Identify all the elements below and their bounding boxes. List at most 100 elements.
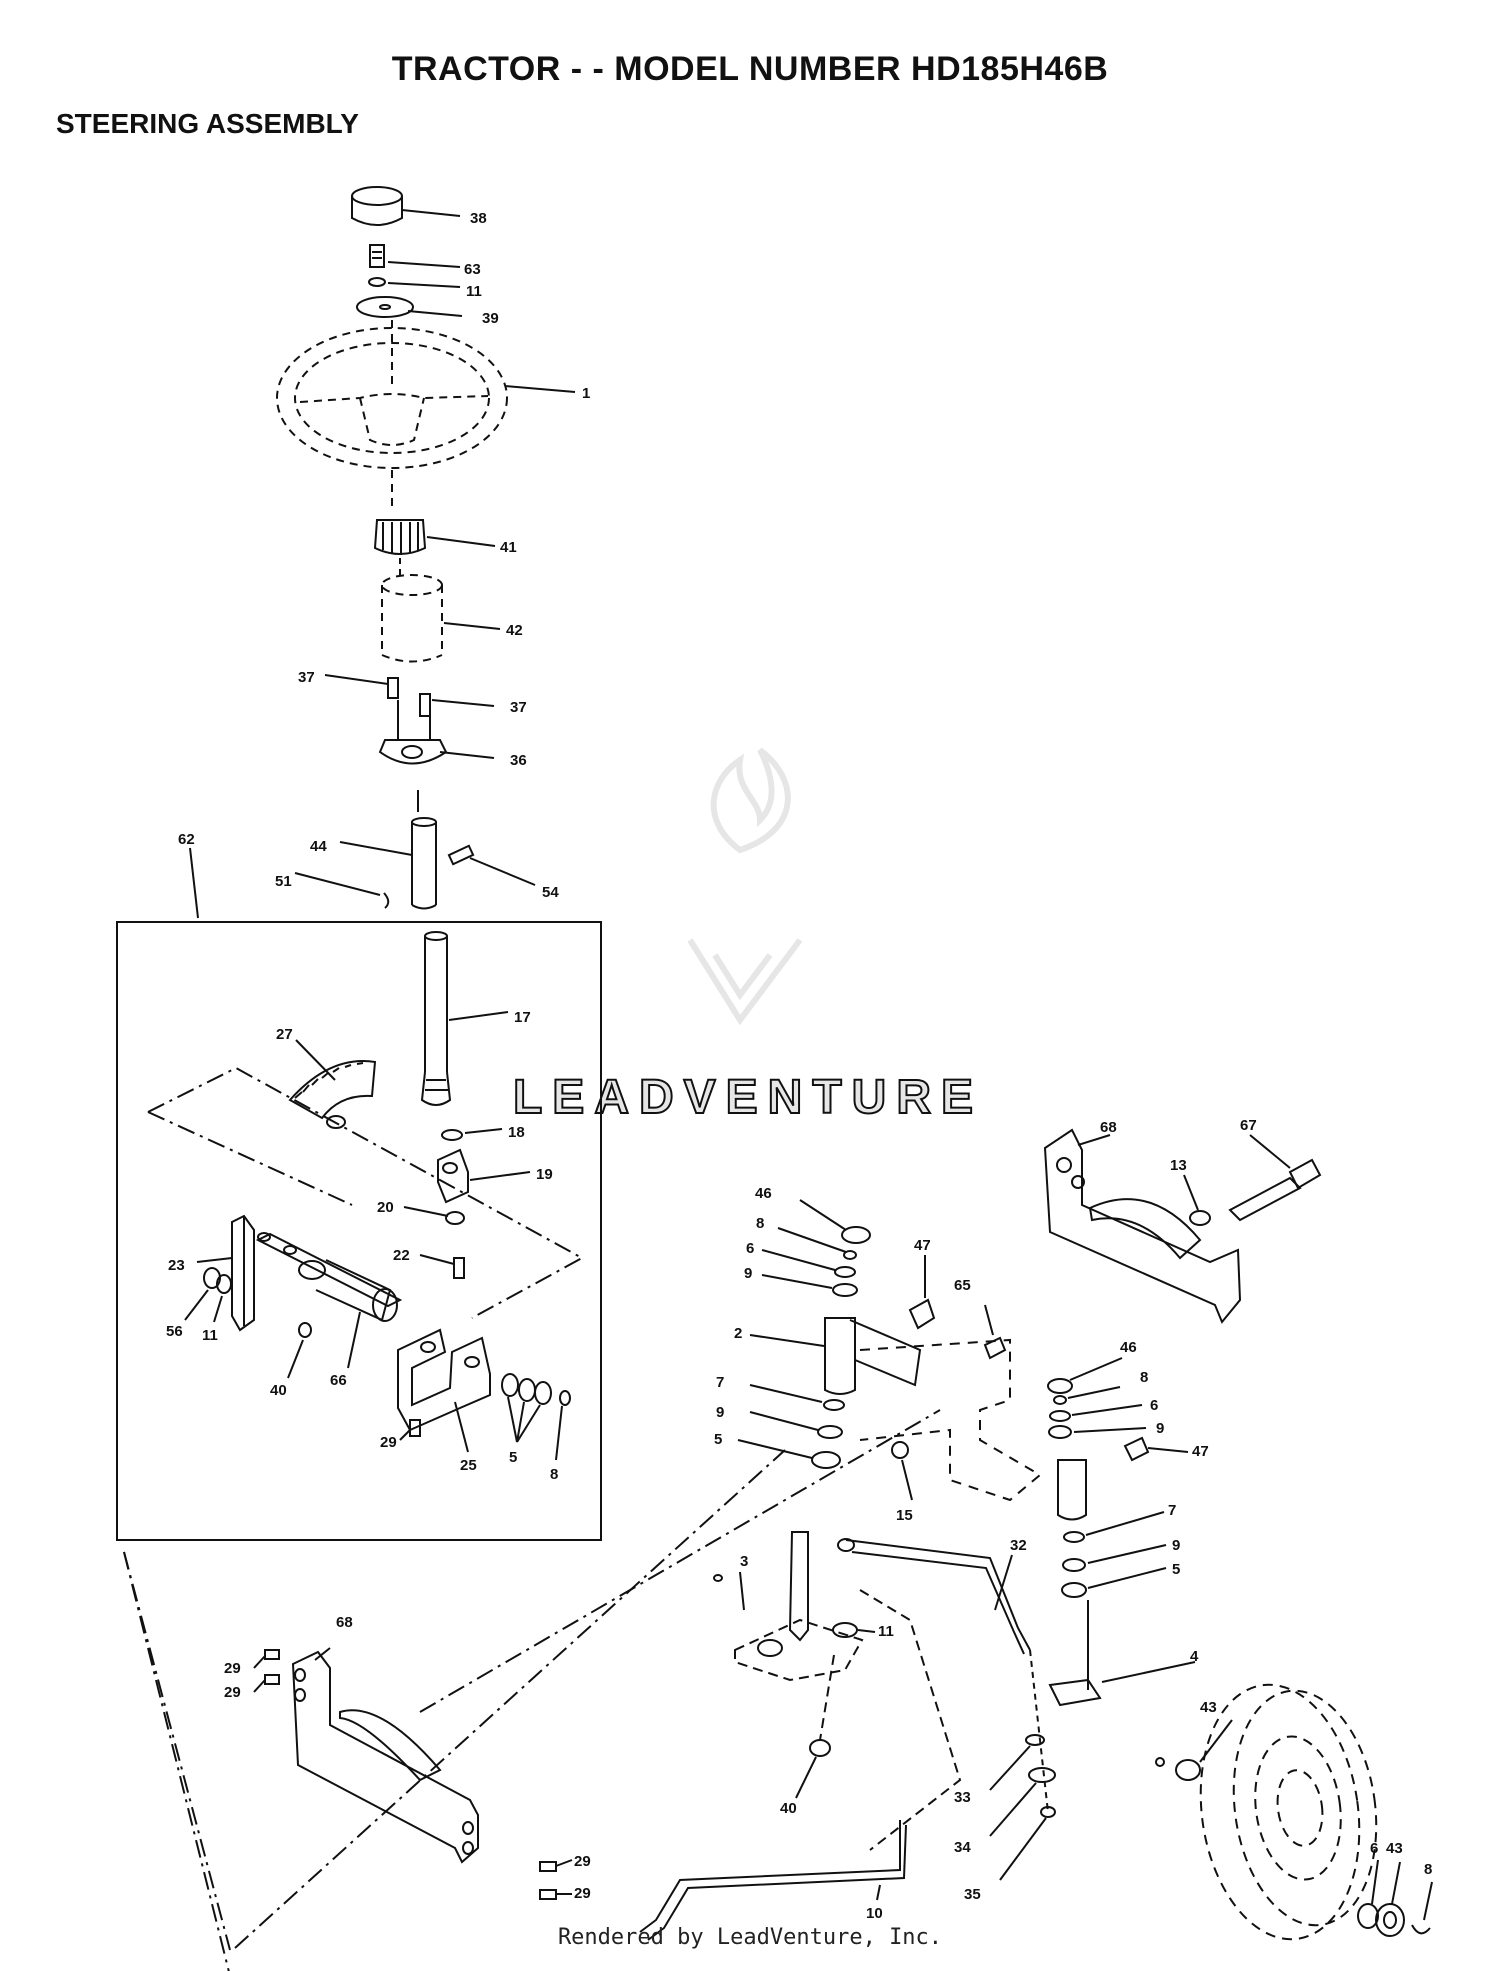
- callout-39: 39: [482, 310, 499, 327]
- steering-shaft-upper-part: [294, 817, 536, 910]
- support-bracket-part: [1043, 1128, 1242, 1324]
- bracket-part: [324, 674, 495, 765]
- footer-credit: Rendered by LeadVenture, Inc.: [557, 1925, 943, 1950]
- callout-8: 8: [756, 1215, 764, 1232]
- callout-9: 9: [716, 1404, 724, 1421]
- washer-part: [445, 1211, 465, 1225]
- callout-8: 8: [1140, 1369, 1148, 1386]
- wheel-hardware-part: [1357, 1859, 1433, 1937]
- callout-34: 34: [954, 1839, 971, 1856]
- callout-54: 54: [542, 884, 559, 901]
- callout-9: 9: [1156, 1420, 1164, 1437]
- washer-part: [356, 296, 463, 318]
- steering-cap-part: [351, 186, 461, 226]
- nut-part: [891, 1441, 909, 1459]
- callout-65: 65: [954, 1277, 971, 1294]
- sector-gear-part: [288, 1039, 377, 1129]
- callout-42: 42: [506, 622, 523, 639]
- drag-link-part: [837, 1538, 1031, 1851]
- washer-part: [989, 1649, 1056, 1881]
- drag-link-lower-part: [639, 1820, 907, 1941]
- assembly-frame: [116, 921, 602, 1541]
- callout-37: 37: [298, 669, 315, 686]
- callout-38: 38: [470, 210, 487, 227]
- callout-8: 8: [550, 1466, 558, 1483]
- bushing-part: [298, 1259, 398, 1369]
- spacer-part: [809, 1739, 831, 1757]
- steering-block-part: [437, 1148, 531, 1204]
- spacer-part: [1189, 1210, 1211, 1226]
- callout-5: 5: [509, 1449, 517, 1466]
- bolt-part: [1228, 1134, 1322, 1222]
- spindle-hardware-right: [1047, 1357, 1196, 1707]
- callout-2: 2: [734, 1325, 742, 1342]
- section-subtitle: STEERING ASSEMBLY: [56, 108, 359, 139]
- grease-fitting-part: [1123, 1436, 1189, 1462]
- page-title: TRACTOR - - MODEL NUMBER HD185H46B: [391, 50, 1109, 88]
- washer-part: [184, 1267, 232, 1323]
- watermark-logo: [687, 747, 803, 1026]
- callout-8: 8: [1424, 1861, 1432, 1878]
- bolt-part: [419, 1254, 465, 1279]
- callout-5: 5: [1172, 1561, 1180, 1578]
- callout-43: 43: [1200, 1699, 1217, 1716]
- callout-11: 11: [466, 283, 482, 300]
- callout-5: 5: [714, 1431, 722, 1448]
- callout-10: 10: [866, 1905, 883, 1922]
- callout-44: 44: [310, 838, 327, 855]
- steering-shaft-part: [420, 931, 509, 1106]
- callout-18: 18: [508, 1124, 525, 1141]
- callout-43: 43: [1386, 1840, 1403, 1857]
- callout-1: 1: [582, 385, 590, 402]
- callout-29: 29: [574, 1853, 591, 1870]
- grease-fitting-part: [908, 1255, 936, 1330]
- callout-17: 17: [514, 1009, 531, 1026]
- callout-29: 29: [224, 1684, 241, 1701]
- callout-22: 22: [393, 1247, 410, 1264]
- callout-6: 6: [1370, 1840, 1378, 1857]
- callout-9: 9: [1172, 1537, 1180, 1554]
- spacer-part: [298, 1322, 312, 1338]
- steering-adapter-part: [373, 519, 496, 555]
- callout-47: 47: [1192, 1443, 1209, 1460]
- callout-67: 67: [1240, 1117, 1257, 1134]
- pivot-shaft-part: [255, 1232, 403, 1308]
- bracket-part: [397, 1328, 491, 1453]
- callout-20: 20: [377, 1199, 394, 1216]
- callout-7: 7: [1168, 1502, 1176, 1519]
- callout-29: 29: [380, 1434, 397, 1451]
- steering-spindle-part: [713, 1531, 864, 1682]
- watermark-text: LEADVENTURE: [513, 1071, 983, 1124]
- bolt-part: [409, 1419, 421, 1437]
- spindle-hardware-left: [737, 1199, 922, 1469]
- callout-36: 36: [510, 752, 527, 769]
- callout-29: 29: [574, 1885, 591, 1902]
- callout-40: 40: [270, 1382, 287, 1399]
- callout-29: 29: [224, 1660, 241, 1677]
- callout-46: 46: [755, 1185, 772, 1202]
- washer-part: [1175, 1759, 1201, 1781]
- front-wheel-part: [1199, 1683, 1378, 1941]
- callout-15: 15: [896, 1507, 913, 1524]
- callout-37: 37: [510, 699, 527, 716]
- callout-68: 68: [1100, 1119, 1117, 1136]
- callout-13: 13: [1170, 1157, 1187, 1174]
- bolt-part: [369, 244, 461, 268]
- callout-62: 62: [178, 831, 195, 848]
- pivot-plate-part: [196, 1214, 255, 1332]
- callout-25: 25: [460, 1457, 477, 1474]
- callout-19: 19: [536, 1166, 553, 1183]
- callout-labels: 38 63 11 39 1 41 42 37 37 36 62 44 51 54…: [166, 210, 1432, 1922]
- callout-35: 35: [964, 1886, 981, 1903]
- washer-part: [441, 1129, 463, 1141]
- callout-9: 9: [744, 1265, 752, 1282]
- callout-3: 3: [740, 1553, 748, 1570]
- steering-bushing-part: [381, 574, 443, 663]
- callout-51: 51: [275, 873, 292, 890]
- callout-6: 6: [746, 1240, 754, 1257]
- callout-56: 56: [166, 1323, 183, 1340]
- callout-66: 66: [330, 1372, 347, 1389]
- lock-washer-part: [368, 277, 461, 288]
- callout-40: 40: [780, 1800, 797, 1817]
